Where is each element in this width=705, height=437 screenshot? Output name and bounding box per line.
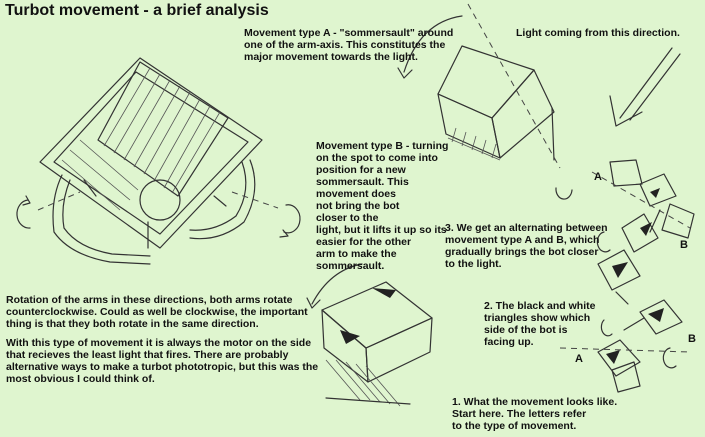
movement-b-cube [307,264,432,406]
page-title: Turbot movement - a brief analysis [5,2,269,20]
robot-top-view [17,58,300,264]
light-direction-text: Light coming from this direction. [516,27,680,39]
label-a-top: A [594,171,602,183]
rotation-text: Rotation of the arms in these directions… [6,294,308,330]
movement-b-text: Movement type B - turning on the spot to… [316,140,448,272]
step-1-text: 1. What the movement looks like. Start h… [452,396,617,432]
step-3-text: 3. We get an alternating between movemen… [445,222,608,270]
motor-text: With this type of movement it is always … [6,337,318,385]
movement-a-text: Movement type A - "sommersault" around o… [244,27,453,63]
label-b-bottom: B [688,333,696,345]
step-2-text: 2. The black and white triangles show wh… [484,300,595,348]
label-a-bottom: A [575,353,583,365]
light-direction-arrow [610,48,680,126]
label-b-top: B [680,239,688,251]
